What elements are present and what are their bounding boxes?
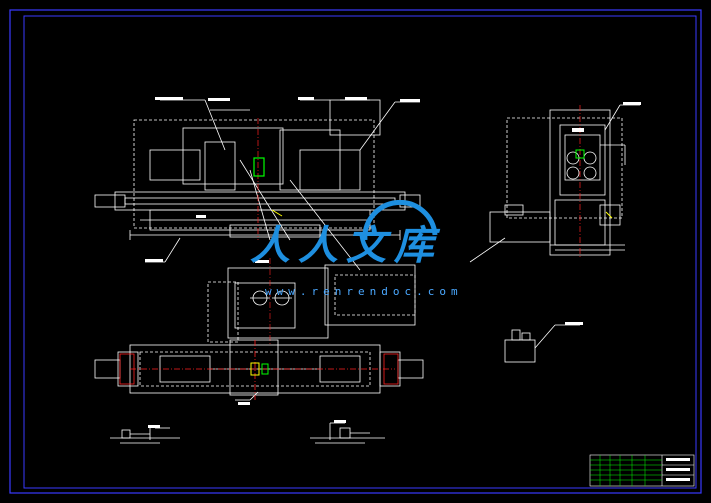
side-view <box>469 104 640 263</box>
front-view <box>94 99 421 271</box>
front-workpiece <box>253 157 265 177</box>
title-block-text-bars <box>666 458 690 481</box>
plan-yellow-mark <box>250 362 260 376</box>
outer-frame <box>9 9 702 494</box>
side-yellow-mark <box>605 211 613 219</box>
side-green-mark <box>575 149 585 159</box>
inner-frame <box>23 15 697 489</box>
pump-unit <box>504 324 580 363</box>
plan-green-mark <box>261 363 269 375</box>
annotation-marks <box>145 97 641 428</box>
title-block-grid <box>590 455 662 486</box>
symbol-left <box>110 427 180 444</box>
symbol-center <box>310 422 385 444</box>
middle-view <box>207 264 416 343</box>
front-yellow-mark <box>271 209 283 217</box>
